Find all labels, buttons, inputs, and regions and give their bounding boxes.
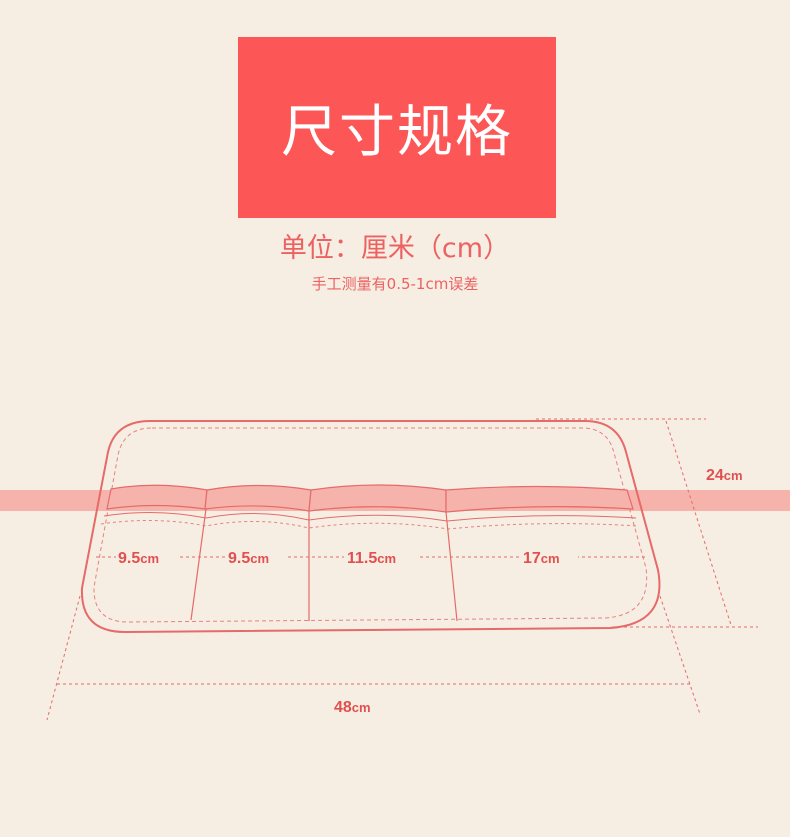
pocket-label-bg-4 bbox=[520, 547, 578, 567]
tolerance-note: 手工测量有0.5-1cm误差 bbox=[311, 275, 479, 293]
pocket-seam bbox=[103, 511, 637, 522]
height-dim-line bbox=[665, 420, 732, 626]
unit-label: 单位：厘米（cm） bbox=[279, 233, 511, 264]
width-dimension: 48cm bbox=[334, 699, 371, 716]
title-banner: 尺寸规格 bbox=[238, 37, 556, 218]
page-title: 尺寸规格 bbox=[281, 100, 513, 165]
pocket-4-dimension: 17cm bbox=[523, 550, 560, 567]
pocket-band-2 bbox=[204, 484, 312, 512]
pocket-divider-3 bbox=[445, 511, 458, 622]
pocket-seam-dashed bbox=[100, 519, 639, 530]
pocket-3-dimension: 11.5cm bbox=[347, 550, 396, 567]
pocket-divider-1 bbox=[190, 508, 207, 621]
pocket-2-dimension: 9.5cm bbox=[228, 550, 269, 567]
width-extension-right bbox=[659, 595, 701, 715]
pocket-label-bg-3 bbox=[344, 547, 418, 567]
pocket-band-1 bbox=[106, 484, 208, 510]
pocket-band-3 bbox=[308, 484, 447, 513]
pocket-1-dimension: 9.5cm bbox=[118, 550, 159, 567]
height-dimension: 24cm bbox=[706, 467, 743, 484]
pocket-band-4 bbox=[445, 485, 634, 513]
width-extension-left bbox=[46, 595, 81, 721]
pocket-label-bg-1 bbox=[116, 547, 178, 567]
inner-stitch bbox=[93, 427, 648, 623]
organizer-outline bbox=[80, 420, 661, 634]
pocket-label-bg-2 bbox=[226, 547, 288, 567]
